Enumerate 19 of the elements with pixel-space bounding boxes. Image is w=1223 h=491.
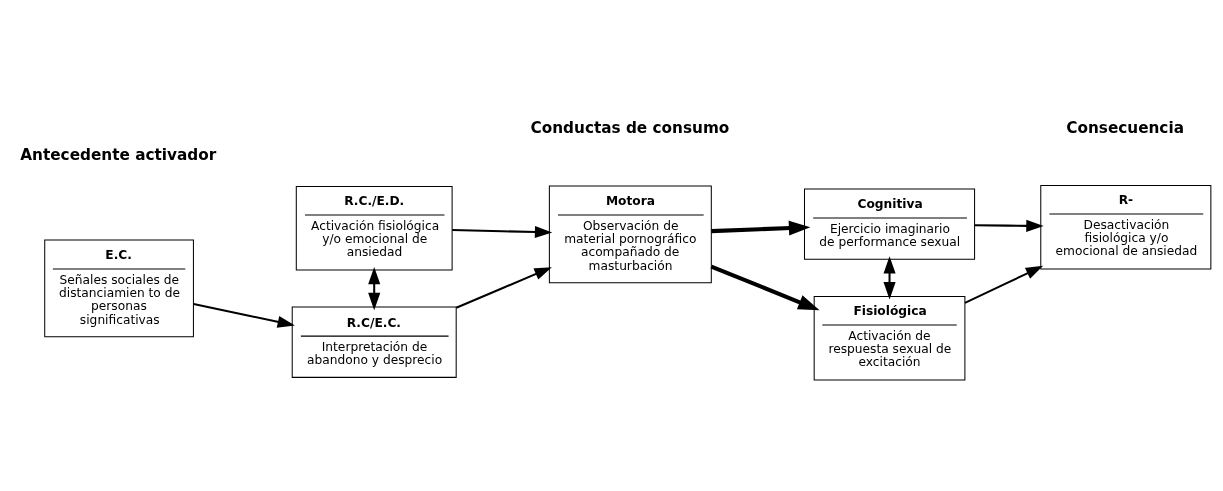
arrow [455, 266, 552, 309]
node-box: Motora Observación de material pornográfico acompañado de masturbación [548, 184, 712, 283]
arrow [974, 219, 1044, 232]
arrow [710, 264, 820, 310]
node-box: Fisiológica Activación de respuesta sexual de excitación [813, 295, 966, 380]
arrow [964, 265, 1044, 304]
label: Antecedente activador [20, 145, 217, 164]
arrow [883, 255, 896, 299]
arrow [193, 302, 295, 328]
arrow [452, 225, 553, 238]
arrow [368, 266, 381, 310]
label: Conductas de consumo [530, 118, 730, 137]
arrow [711, 220, 811, 236]
node-box: R.C./E.D. Activación fisiológica y/o emocional de ansiedad [295, 185, 453, 270]
node-box: Cognitiva Ejercicio imaginario de performance sexual [804, 187, 976, 260]
node-box: R.C/E.C. Interpretación de abandono y desprecio [291, 306, 457, 378]
node-box: R- Desactivación fisiológica y/o emocional de ansiedad [1040, 184, 1212, 269]
node-box: E.C. Señales sociales de distanciamien to de personas significativas [44, 238, 194, 337]
label: Consecuencia [1066, 118, 1184, 137]
